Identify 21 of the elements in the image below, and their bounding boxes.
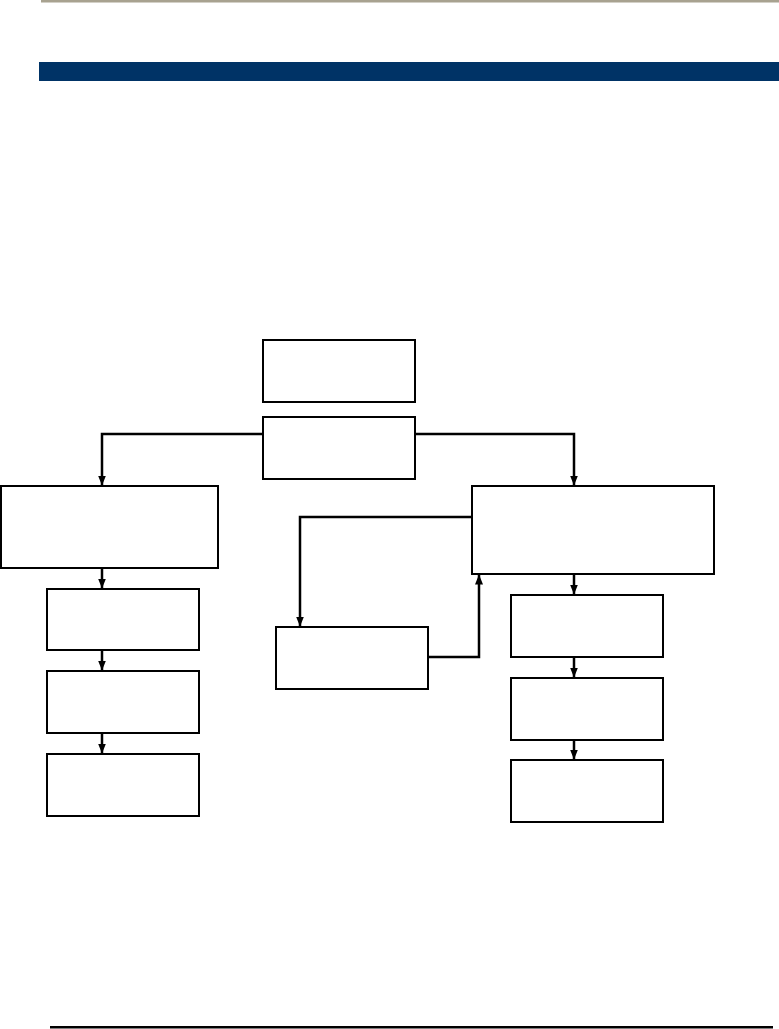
arrow [429, 574, 483, 659]
process-box [46, 670, 200, 734]
process-box [275, 626, 429, 690]
arrow [416, 432, 578, 486]
process-box [471, 485, 715, 575]
arrow [570, 575, 578, 595]
process-box [510, 759, 664, 823]
process-box [510, 677, 664, 741]
process-box [0, 485, 219, 569]
process-box [262, 339, 416, 403]
arrow [98, 569, 106, 589]
process-box [262, 416, 416, 480]
arrow [98, 734, 106, 754]
process-box [46, 753, 200, 817]
arrow [296, 515, 471, 627]
arrow [570, 741, 578, 760]
process-box [46, 588, 200, 651]
arrow [570, 658, 578, 678]
arrow [98, 432, 262, 486]
arrow [98, 651, 106, 671]
process-box [510, 594, 664, 658]
